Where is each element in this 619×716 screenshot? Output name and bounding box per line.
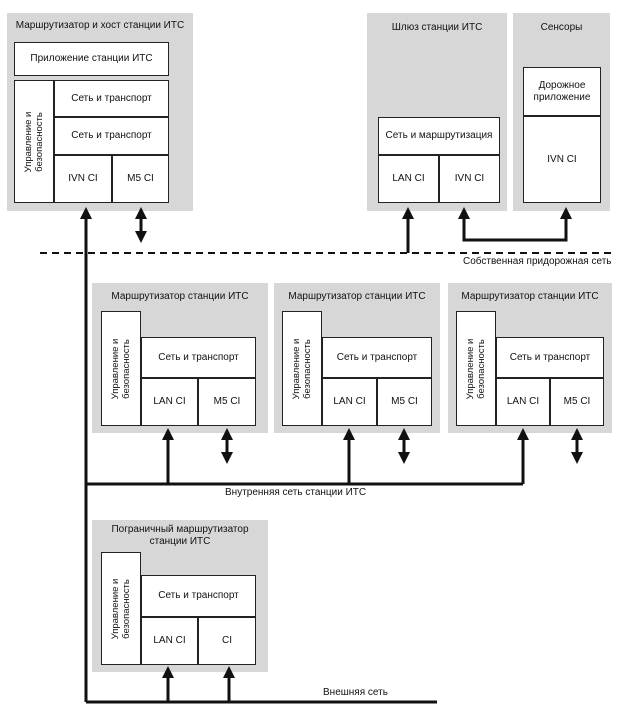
- host-ivn-box: IVN CI: [54, 155, 112, 203]
- border-lan-box: LAN CI: [141, 617, 198, 665]
- arrowhead-router-2-m5-down: [398, 452, 410, 464]
- router-2-lan-box: LAN CI: [322, 378, 377, 426]
- host-title: Маршрутизатор и хост станции ИТС: [15, 20, 185, 31]
- border-title: Пограничный маршрутизатор станции ИТС: [111, 524, 249, 547]
- sensors-title: Сенсоры: [540, 22, 583, 33]
- router-2-m5-box: M5 CI: [377, 378, 432, 426]
- arrowhead-border-ci: [223, 666, 235, 678]
- internal-network-label: Внутренняя сеть станции ИТС: [225, 487, 367, 498]
- gateway-net-box: Сеть и маршрутизация: [378, 117, 500, 155]
- arrowhead-sensors-ivn: [560, 207, 572, 219]
- gateway-ivn-box: IVN CI: [439, 155, 500, 203]
- border-net-box: Сеть и транспорт: [141, 575, 256, 617]
- arrowhead-router-2-m5-up: [398, 428, 410, 440]
- arrowhead-router-3-lan: [517, 428, 529, 440]
- border-mgmt-box: Управление и безопасность: [101, 552, 141, 665]
- host-app-box: Приложение станции ИТС: [14, 42, 169, 76]
- host-mgmt-box: Управление и безопасность: [14, 80, 54, 203]
- arrowhead-host-m5-up: [135, 207, 147, 219]
- router-1-lan-box: LAN CI: [141, 378, 198, 426]
- arrowhead-router-1-lan: [162, 428, 174, 440]
- router-2-net-box: Сеть и транспорт: [322, 337, 432, 378]
- host-net-box-1: Сеть и транспорт: [54, 80, 169, 117]
- host-m5-box: M5 CI: [112, 155, 169, 203]
- router-1-mgmt-box: Управление и безопасность: [101, 311, 141, 426]
- router-3-net-box: Сеть и транспорт: [496, 337, 604, 378]
- router-3-lan-box: LAN CI: [496, 378, 550, 426]
- router-2-mgmt-box: Управление и безопасность: [282, 311, 322, 426]
- router-1-m5-box: M5 CI: [198, 378, 256, 426]
- arrowhead-host-m5-down: [135, 231, 147, 243]
- router-2-title: Маршрутизатор станции ИТС: [288, 291, 426, 302]
- arrowhead-router-3-m5-down: [571, 452, 583, 464]
- arrowhead-router-3-m5-up: [571, 428, 583, 440]
- host-net-box-2: Сеть и транспорт: [54, 117, 169, 155]
- router-1-net-box: Сеть и транспорт: [141, 337, 256, 378]
- arrowhead-router-2-lan: [343, 428, 355, 440]
- gateway-lan-box: LAN CI: [378, 155, 439, 203]
- arrowhead-router-1-m5-down: [221, 452, 233, 464]
- router-3-m5-box: M5 CI: [550, 378, 604, 426]
- router-3-mgmt-box: Управление и безопасность: [456, 311, 496, 426]
- arrowhead-gateway-lan: [402, 207, 414, 219]
- arrowhead-gateway-ivn: [458, 207, 470, 219]
- router-1-title: Маршрутизатор станции ИТС: [111, 291, 249, 302]
- arrowhead-router-1-m5-up: [221, 428, 233, 440]
- gateway-title: Шлюз станции ИТС: [391, 22, 483, 33]
- roadside-network-label: Собственная придорожная сеть: [463, 256, 612, 267]
- router-3-title: Маршрутизатор станции ИТС: [461, 291, 599, 302]
- border-ci-box: CI: [198, 617, 256, 665]
- external-network-label: Внешняя сеть: [323, 687, 388, 698]
- sensors-app-box: Дорожное приложение: [523, 67, 601, 116]
- arrowhead-border-lan: [162, 666, 174, 678]
- arrowhead-host-ivn: [80, 207, 92, 219]
- gateway-sensor-link: [462, 213, 568, 242]
- sensors-ivn-box: IVN CI: [523, 116, 601, 203]
